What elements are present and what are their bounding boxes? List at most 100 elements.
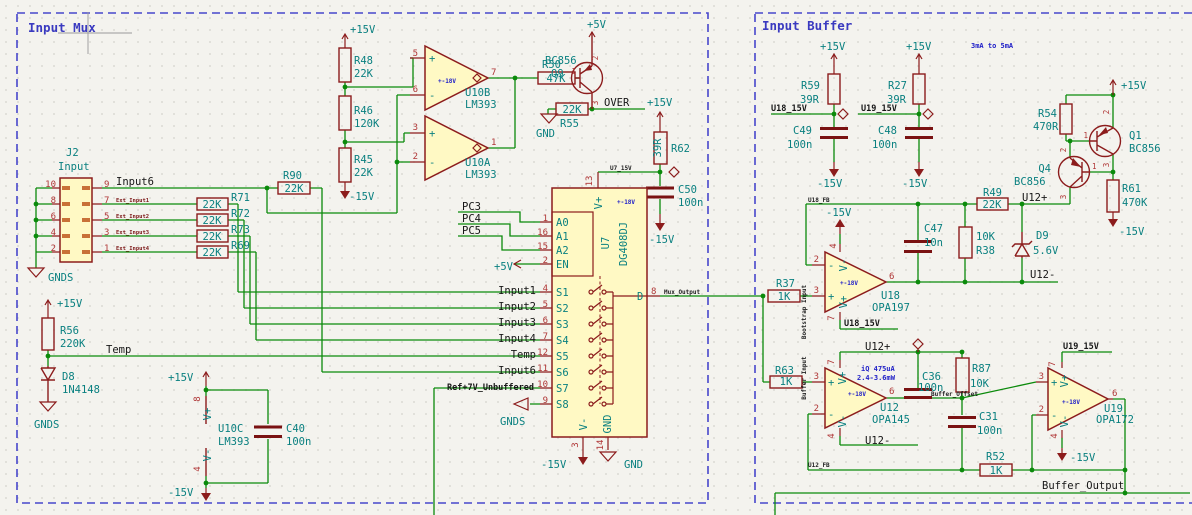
u7-gnd-name[interactable]: GND xyxy=(602,415,614,434)
u10b-18v[interactable]: +-18V xyxy=(438,78,456,85)
u10a-plus[interactable]: + xyxy=(429,128,435,140)
j2-pin-8[interactable]: 8 xyxy=(51,196,56,206)
d8-value[interactable]: 1N4148 xyxy=(62,384,100,396)
title-input-buffer[interactable]: Input Buffer xyxy=(762,18,853,33)
transistor-Q9-BC856[interactable] xyxy=(570,30,604,109)
u10a-pin3[interactable]: 3 xyxy=(413,123,418,133)
net-temp[interactable]: Temp xyxy=(106,344,131,356)
u19-pin2[interactable]: 2 xyxy=(1039,405,1044,415)
net-ref7v[interactable]: Ref+7V_Unbuffered xyxy=(447,383,534,393)
resistor-R48[interactable] xyxy=(338,47,352,83)
resistor-R61[interactable] xyxy=(1106,179,1120,213)
r55-ref[interactable]: R55 xyxy=(560,118,579,130)
r38-ref[interactable]: R38 xyxy=(976,245,995,257)
u12-vminus-name[interactable]: V- xyxy=(837,415,849,428)
pwr-15v-r27[interactable]: +15V xyxy=(906,41,932,53)
r37-value[interactable]: 1K xyxy=(778,291,791,303)
r72-value[interactable]: 22K xyxy=(203,215,223,227)
r69-ref[interactable]: R69 xyxy=(231,240,250,252)
u7-pin14[interactable]: 14 xyxy=(596,440,606,451)
j2-pin-10[interactable]: 10 xyxy=(45,180,56,190)
q1-ref[interactable]: Q1 xyxy=(1129,130,1142,142)
r56-ref[interactable]: R56 xyxy=(60,325,79,337)
net-ext-input2[interactable]: Ext_Input2 xyxy=(116,214,149,220)
j2-pin-6[interactable]: 6 xyxy=(51,212,56,222)
u7-d[interactable]: D xyxy=(637,291,643,303)
u10c-pin4[interactable]: 4 xyxy=(193,466,203,471)
u7-s8[interactable]: S8 xyxy=(556,399,569,411)
u7-a1[interactable]: A1 xyxy=(556,231,569,243)
resistor-R87[interactable] xyxy=(955,357,970,393)
u7-pin5[interactable]: 5 xyxy=(543,300,548,310)
gnds-label-d8[interactable]: GNDS xyxy=(34,419,59,431)
net-u12m-u12[interactable]: U12- xyxy=(865,435,890,447)
note-buffer-input[interactable]: Buffer Input xyxy=(801,356,808,400)
resistor-R90[interactable] xyxy=(277,181,311,195)
u12-pin6[interactable]: 6 xyxy=(889,387,894,397)
u10a-ref[interactable]: U10A xyxy=(465,157,491,169)
c50-value[interactable]: 100n xyxy=(678,197,703,209)
note-bootstrap[interactable]: Bootstrap Input xyxy=(801,285,808,340)
u19-minus[interactable]: - xyxy=(1051,410,1057,422)
u18-18v[interactable]: +-18V xyxy=(840,280,858,287)
r49-value[interactable]: 22K xyxy=(983,199,1003,211)
r59-value[interactable]: 39R xyxy=(800,94,820,106)
mux-U7-DG408DJ[interactable] xyxy=(540,172,660,450)
u7-s4[interactable]: S4 xyxy=(556,335,569,347)
capacitor-C40[interactable] xyxy=(254,425,282,438)
net-pc4[interactable]: PC4 xyxy=(462,213,481,225)
capacitor-C50[interactable] xyxy=(646,186,674,199)
net-mux-output[interactable]: Mux_Output xyxy=(664,289,701,296)
c48-ref[interactable]: C48 xyxy=(878,125,897,137)
resistor-R52[interactable] xyxy=(979,463,1013,477)
net-temp-mux[interactable]: Temp xyxy=(511,349,536,361)
c36-value[interactable]: 100n xyxy=(918,382,943,394)
u12-pin4[interactable]: 4 xyxy=(827,433,837,438)
u10b-pin7[interactable]: 7 xyxy=(491,68,496,78)
transistor-Q1-BC856[interactable] xyxy=(1088,124,1122,158)
j2-value[interactable]: Input xyxy=(58,161,90,173)
pwr-15v-r59[interactable]: +15V xyxy=(820,41,846,53)
note-buffer-offset[interactable]: Buffer_Offset xyxy=(931,391,978,398)
resistor-R27[interactable] xyxy=(912,73,926,105)
note-iq2[interactable]: 2.4-3.6mW xyxy=(857,374,896,382)
u10a-pin1[interactable]: 1 xyxy=(491,138,496,148)
pwr-m15v-c48[interactable]: -15V xyxy=(902,178,928,190)
r90-ref[interactable]: R90 xyxy=(283,170,302,182)
net-ext-input1[interactable]: Ext_Input1 xyxy=(116,198,150,204)
u7-pin10[interactable]: 10 xyxy=(537,380,548,390)
u19-value[interactable]: OPA172 xyxy=(1096,414,1134,426)
u7-s6[interactable]: S6 xyxy=(556,367,569,379)
u18-pin6[interactable]: 6 xyxy=(889,272,894,282)
j2-pin-9[interactable]: 9 xyxy=(104,180,109,190)
resistor-R45[interactable] xyxy=(338,147,352,183)
u7-pin12[interactable]: 12 xyxy=(537,348,548,358)
net-u12-fb[interactable]: U12_FB xyxy=(808,462,830,469)
transistor-Q4-BC856[interactable] xyxy=(1057,155,1091,189)
u7-vplus[interactable]: V+ xyxy=(593,197,605,210)
resistor-R55[interactable] xyxy=(555,102,589,116)
net-input3[interactable]: Input3 xyxy=(498,317,536,329)
c47-ref[interactable]: C47 xyxy=(924,223,943,235)
r61-ref[interactable]: R61 xyxy=(1122,183,1141,195)
r71-ref[interactable]: R71 xyxy=(231,192,250,204)
pwr-5v-en[interactable]: +5V xyxy=(494,261,514,273)
pwr-m15v-c49[interactable]: -15V xyxy=(817,178,843,190)
capacitor-C31[interactable] xyxy=(948,416,976,428)
q4-pin1[interactable]: 1 xyxy=(1092,162,1097,171)
net-pc3[interactable]: PC3 xyxy=(462,201,481,213)
u7-en[interactable]: EN xyxy=(556,259,569,271)
r50-value[interactable]: 47K xyxy=(547,73,567,85)
net-input1[interactable]: Input1 xyxy=(498,285,536,297)
r52-value[interactable]: 1K xyxy=(990,465,1003,477)
resistor-R54[interactable] xyxy=(1059,103,1073,135)
j2-pin-5[interactable]: 5 xyxy=(104,212,109,222)
u18-plus[interactable]: + xyxy=(828,291,834,303)
j2-pin-7[interactable]: 7 xyxy=(104,196,109,206)
u19-vminus-name[interactable]: V- xyxy=(1059,415,1071,428)
u10c-pin8[interactable]: 8 xyxy=(193,396,203,401)
u7-value[interactable]: DG408DJ xyxy=(618,222,630,266)
u10c-value[interactable]: LM393 xyxy=(218,436,250,448)
u7-pin2[interactable]: 2 xyxy=(543,256,548,266)
